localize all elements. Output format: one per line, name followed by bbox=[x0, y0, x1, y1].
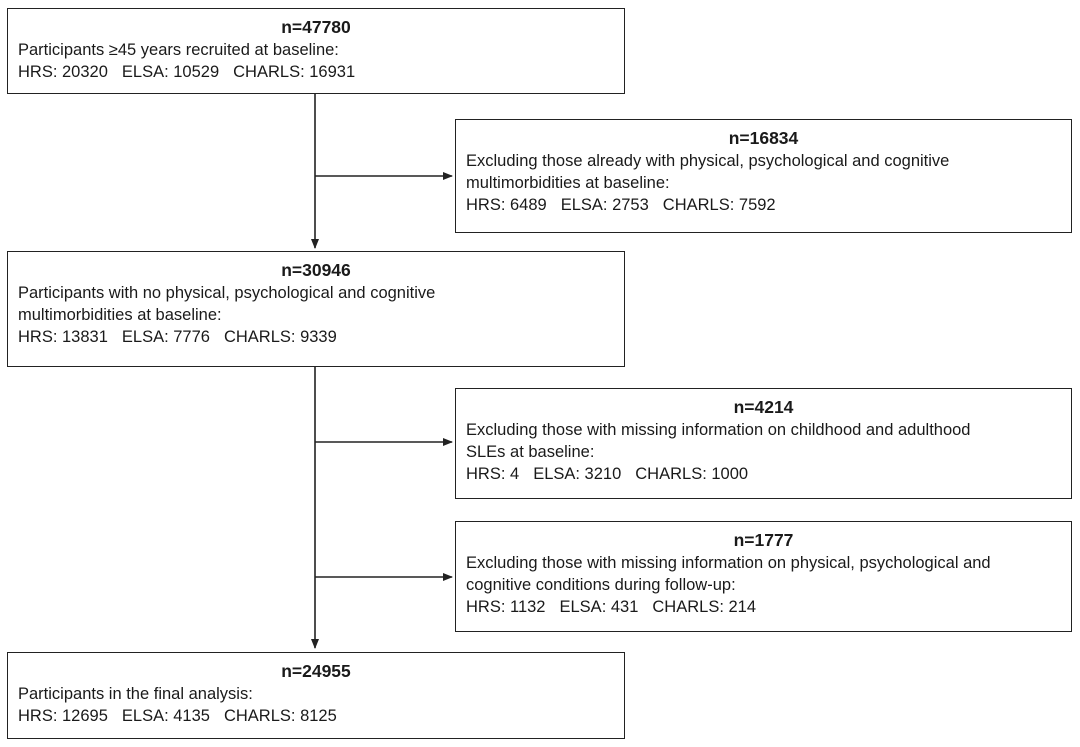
box-excl-multimorbid-line-2: multimorbidities at baseline: bbox=[466, 174, 670, 192]
box-no-multimorbid: n=30946 Participants with no physical, p… bbox=[7, 251, 625, 367]
count-elsa: ELSA: 7776 bbox=[121, 328, 210, 346]
count-charls: CHARLS: 214 bbox=[652, 598, 757, 616]
count-hrs: HRS: 1132 bbox=[466, 598, 546, 616]
box-excl-followup-line-1: Excluding those with missing information… bbox=[466, 554, 991, 572]
box-excl-sles-title: n=4214 bbox=[733, 397, 794, 417]
count-charls: CHARLS: 1000 bbox=[635, 465, 749, 483]
box-excl-sles-counts: HRS: 4 ELSA: 3210 CHARLS: 1000 bbox=[466, 463, 1061, 485]
box-excl-followup-counts: HRS: 1132 ELSA: 431 CHARLS: 214 bbox=[466, 596, 1061, 618]
box-no-multimorbid-line-2: multimorbidities at baseline: bbox=[18, 306, 222, 324]
count-hrs: HRS: 6489 bbox=[466, 196, 547, 214]
box-excl-sles: n=4214 Excluding those with missing info… bbox=[455, 388, 1072, 499]
box-excl-multimorbid-title: n=16834 bbox=[728, 128, 799, 148]
box-excl-multimorbid-line-1: Excluding those already with physical, p… bbox=[466, 152, 950, 170]
box-baseline-counts: HRS: 20320 ELSA: 10529 CHARLS: 16931 bbox=[18, 61, 614, 83]
count-elsa: ELSA: 431 bbox=[559, 598, 639, 616]
box-no-multimorbid-line-1: Participants with no physical, psycholog… bbox=[18, 284, 436, 302]
box-final-title: n=24955 bbox=[281, 661, 351, 681]
count-charls: CHARLS: 7592 bbox=[662, 196, 776, 214]
count-hrs: HRS: 13831 bbox=[18, 328, 108, 346]
count-hrs: HRS: 20320 bbox=[18, 63, 108, 81]
box-excl-sles-line-2: SLEs at baseline: bbox=[466, 443, 595, 461]
box-baseline: n=47780 Participants ≥45 years recruited… bbox=[7, 8, 625, 94]
box-excl-followup-line-2: cognitive conditions during follow-up: bbox=[466, 576, 736, 594]
box-final-line-1: Participants in the final analysis: bbox=[18, 685, 253, 703]
box-excl-multimorbid-counts: HRS: 6489 ELSA: 2753 CHARLS: 7592 bbox=[466, 194, 1061, 216]
count-charls: CHARLS: 16931 bbox=[233, 63, 356, 81]
count-elsa: ELSA: 4135 bbox=[121, 707, 210, 725]
count-charls: CHARLS: 9339 bbox=[223, 328, 337, 346]
box-no-multimorbid-counts: HRS: 13831 ELSA: 7776 CHARLS: 9339 bbox=[18, 326, 614, 348]
count-hrs: HRS: 4 bbox=[466, 465, 520, 483]
box-no-multimorbid-title: n=30946 bbox=[281, 260, 351, 280]
box-final-counts: HRS: 12695 ELSA: 4135 CHARLS: 8125 bbox=[18, 705, 614, 727]
count-elsa: ELSA: 3210 bbox=[533, 465, 622, 483]
box-excl-followup: n=1777 Excluding those with missing info… bbox=[455, 521, 1072, 632]
count-hrs: HRS: 12695 bbox=[18, 707, 108, 725]
box-excl-sles-line-1: Excluding those with missing information… bbox=[466, 421, 971, 439]
box-excl-followup-title: n=1777 bbox=[733, 530, 794, 550]
count-charls: CHARLS: 8125 bbox=[223, 707, 337, 725]
count-elsa: ELSA: 2753 bbox=[560, 196, 649, 214]
box-final: n=24955 Participants in the final analys… bbox=[7, 652, 625, 739]
box-excl-multimorbid: n=16834 Excluding those already with phy… bbox=[455, 119, 1072, 233]
box-baseline-line-1: Participants ≥45 years recruited at base… bbox=[18, 41, 339, 59]
count-elsa: ELSA: 10529 bbox=[121, 63, 220, 81]
box-baseline-title: n=47780 bbox=[281, 17, 351, 37]
